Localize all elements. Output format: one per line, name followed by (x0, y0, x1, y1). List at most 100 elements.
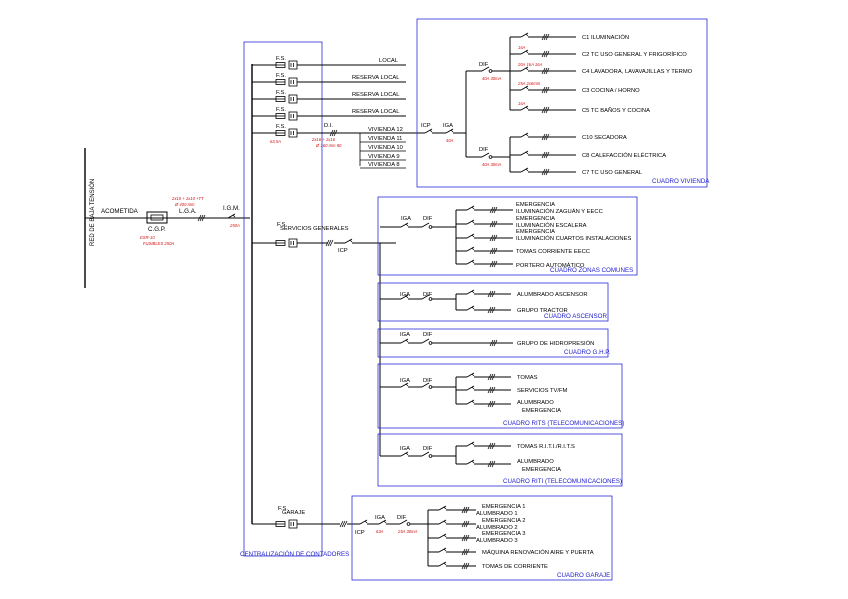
di-note-1: 2x16 + 1x16 (311, 137, 336, 142)
circuit-label: EMERGENCIA 3 (482, 531, 526, 537)
cuadro-ghp-title: CUADRO G.H.P. (564, 349, 611, 356)
circuit-branch: SERVICIOS TV/FM (456, 385, 568, 394)
centralizacion-frame (243, 41, 323, 557)
circuit-label: ALUMBRADO 3 (476, 538, 518, 544)
circuit-branch: ALUMBRADO (456, 459, 554, 468)
circuit-note: 16A (518, 101, 526, 106)
di-label: D.I. (324, 123, 333, 129)
circuit-branch: ALUMBRADO (456, 399, 554, 408)
lga-label: L.G.A. (179, 208, 197, 215)
dif-label: DIF (423, 292, 433, 298)
icp-label: ICP (338, 248, 348, 254)
servicios-generales-row: F.S. SERVICIOS GENERALES ICP (252, 222, 381, 456)
dif-label: DIF (423, 332, 433, 338)
circuit-label: C10 SECADORA (582, 135, 627, 141)
circuit-label: GRUPO TRACTOR (517, 308, 568, 314)
fs-row: F.S. RESERVA LOCAL (252, 73, 406, 87)
circuit-label: PORTERO AUTOMÁTICO (516, 262, 585, 269)
cuadro-ascensor-title: CUADRO ASCENSOR (544, 313, 607, 320)
cgp-label: C.G.P. (148, 226, 166, 233)
svg-text:63A: 63A (376, 529, 384, 534)
svg-text:40A: 40A (446, 138, 454, 143)
row-reserva-local: RESERVA LOCAL (352, 109, 400, 115)
circuit-branch: C1 ILUMINACIÓN (510, 32, 629, 41)
circuit-label: EMERGENCIA (516, 202, 555, 208)
row-reserva-local: RESERVA LOCAL (352, 92, 400, 98)
icp-label: ICP (421, 123, 431, 129)
svg-text:F.S.: F.S. (276, 73, 286, 79)
red-baja-tension-label: RED DE BAJA TENSIÓN (89, 179, 96, 246)
dif-label: DIF (479, 147, 489, 153)
iga-label: IGA (375, 515, 385, 521)
lga-note-1: 2x10 + 1x10 +TT (171, 196, 204, 201)
circuit-branch: PORTERO AUTOMÁTICO (456, 259, 585, 269)
svg-text:F.S.: F.S. (276, 56, 286, 62)
circuit-label: C1 ILUMINACIÓN (582, 34, 629, 41)
circuit-label: TOMAS CORRIENTE EECC (516, 249, 590, 255)
circuit-branch: C8 CALEFACCIÓN ELÉCTRICA (510, 150, 666, 159)
lga-note-2: Ø 400 mm (174, 202, 195, 207)
circuit-branch: TOMAS (456, 372, 538, 381)
cuadro-zonas-comunes: CUADRO ZONAS COMUNES IGA DIF EMERGENCIAI… (377, 196, 638, 276)
circuit-branch: TOMAS DE CORRIENTE (428, 561, 548, 570)
svg-text:F.S.: F.S. (278, 506, 288, 512)
circuit-label: EMERGENCIA 1 (482, 504, 526, 510)
circuit-label: C7 TC USO GENERAL (582, 170, 643, 176)
fs-row: F.S. LOCAL (252, 56, 406, 70)
iga-label: IGA (401, 216, 411, 222)
cuadro-zonas-comunes-title: CUADRO ZONAS COMUNES (550, 267, 633, 274)
circuit-label: C3 COCINA / HORNO (582, 88, 640, 94)
cuadro-ghp: CUADRO G.H.P. IGA DIF GRUPO DE HIDROPRES… (377, 328, 611, 358)
circuit-label: TOMAS (517, 375, 538, 381)
servicios-generales-label: SERVICIOS GENERALES (280, 226, 349, 232)
circuit-label: EMERGENCIA (516, 229, 555, 235)
svg-text:40A 30mA: 40A 30mA (482, 76, 502, 81)
dif-label: DIF (423, 216, 433, 222)
cgp-box (146, 211, 168, 224)
dif-label: DIF (423, 378, 433, 384)
circuit-label: ILUMINACIÓN ZAGUÁN Y EECC (516, 208, 603, 215)
garaje-row: F.S. GARAJE (252, 506, 355, 529)
igm-label: I.G.M. (223, 205, 240, 212)
iga-label: IGA (400, 292, 410, 298)
circuit-label: EMERGENCIA (522, 408, 561, 414)
circuit-label: EMERGENCIA (522, 467, 561, 473)
meter-note: 63,5A (270, 139, 281, 144)
cuadro-garaje: CUADRO GARAJE ICP IGA 63A DIF 25A 30mA E… (351, 495, 613, 581)
row-local: LOCAL (379, 58, 399, 64)
igm-note: 250A (229, 223, 240, 228)
centralizacion-title: CENTRALIZACIÓN DE CONTADORES (240, 551, 349, 558)
icp-label: ICP (355, 530, 365, 536)
circuit-note: 16A (518, 45, 526, 50)
cgp-note-2: FUSIBLES 250A (143, 241, 174, 246)
svg-text:25A 30mA: 25A 30mA (397, 529, 418, 534)
circuit-label: C8 CALEFACCIÓN ELÉCTRICA (582, 152, 666, 159)
cuadro-garaje-title: CUADRO GARAJE (557, 572, 610, 579)
circuit-label: GRUPO DE HIDROPRESIÓN (517, 340, 594, 347)
circuit-label: EMERGENCIA (516, 216, 555, 222)
iga-label: IGA (400, 378, 410, 384)
circuit-branch: C7 TC USO GENERAL (510, 167, 643, 176)
cuadro-riti: CUADRO RITI (TELECOMUNICACIONES) IGA DIF… (377, 433, 623, 487)
row-reserva-local: RESERVA LOCAL (352, 75, 400, 81)
circuit-label: ILUMINACIÓN ESCALERA (516, 222, 587, 229)
iga-label: IGA (400, 332, 410, 338)
svg-text:40A 30mA: 40A 30mA (482, 162, 502, 167)
circuit-branch: ALUMBRADO ASCENSOR (456, 289, 588, 298)
circuit-note: 25A 2x6mm (517, 81, 541, 86)
circuit-label: ALUMBRADO ASCENSOR (517, 292, 588, 298)
circuit-label: EMERGENCIA 2 (482, 518, 526, 524)
circuit-branch: GRUPO DE HIDROPRESIÓN (456, 339, 594, 347)
di-note-2: Ø 160 mm 80 (315, 143, 342, 148)
circuit-branch: TOMAS R.I.T.I./R.I.T.S (456, 441, 575, 450)
centralizacion-contadores: CENTRALIZACIÓN DE CONTADORES F.S. LOCAL … (240, 41, 420, 558)
circuit-branch: C10 SECADORA (510, 132, 627, 141)
circuit-label: ALUMBRADO 2 (476, 525, 518, 531)
